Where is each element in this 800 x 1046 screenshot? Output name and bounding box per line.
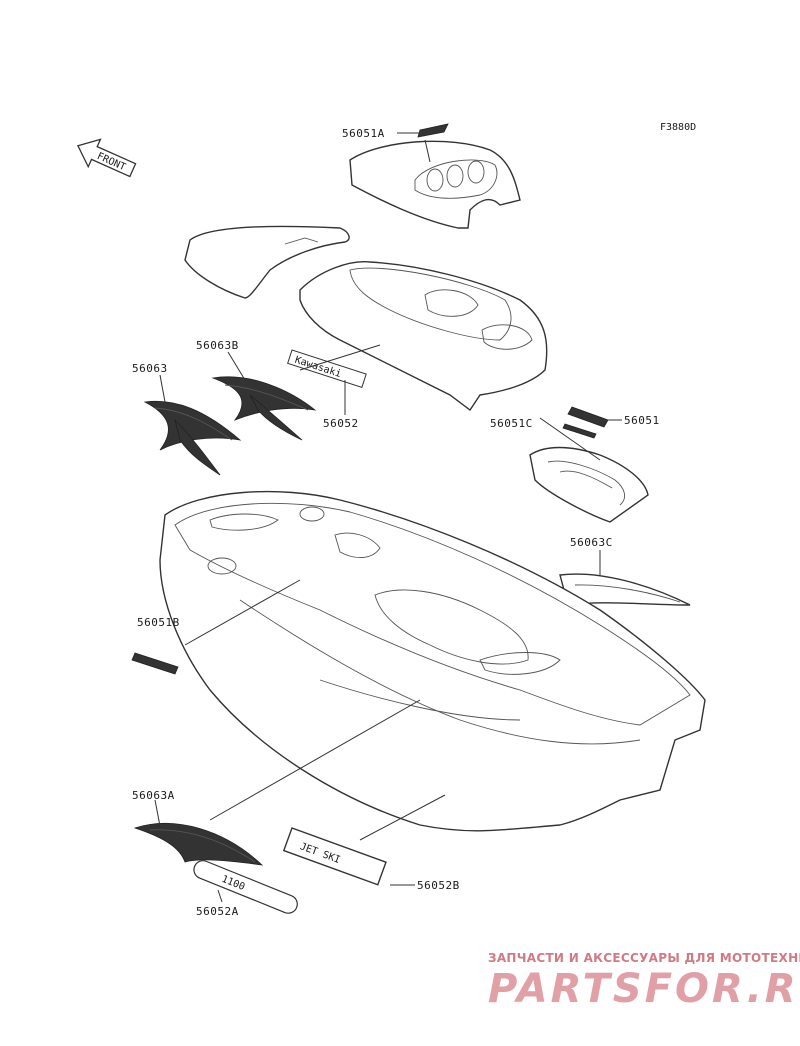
part-label-56051c: 56051C [490,417,533,430]
stripe-decal-56063b [211,376,317,441]
part-label-56051b: 56051B [137,616,180,629]
part-label-56063c: 56063C [570,536,613,549]
kawasaki-decal: Kawasaki [287,349,367,389]
decal-56051b [131,652,179,675]
part-label-56063b: 56063B [196,339,239,352]
figure-code: F3880D [660,122,696,133]
watermark-logo: PARTSFOR.RU [488,966,800,1012]
front-arrow-icon: FRONT [76,138,137,178]
watermark-tagline: ЗАПЧАСТИ И АКСЕССУАРЫ ДЛЯ МОТОТЕХНИКИ [488,951,800,965]
decal-56051 [562,406,609,439]
handlebar-cover [349,123,521,229]
part-label-56063a: 56063A [132,789,175,802]
front-hood-cover [184,225,350,299]
part-label-56051: 56051 [624,414,660,427]
seat [529,446,649,523]
part-label-56063: 56063 [132,362,168,375]
decal-56052b: JET SKI [282,827,387,886]
part-label-56051a: 56051A [342,127,385,140]
deck-hood [299,261,548,412]
part-label-56052b: 56052B [417,879,460,892]
stripe-decal-56063a [133,822,264,866]
hull [159,490,706,832]
decal-56052a: 1100 [193,860,298,914]
leader-lines [154,132,622,903]
part-label-56052a: 56052A [196,905,239,918]
stripe-decal-56063c [559,573,691,606]
part-label-56052: 56052 [323,417,359,430]
stripe-decal-56063 [143,400,242,476]
